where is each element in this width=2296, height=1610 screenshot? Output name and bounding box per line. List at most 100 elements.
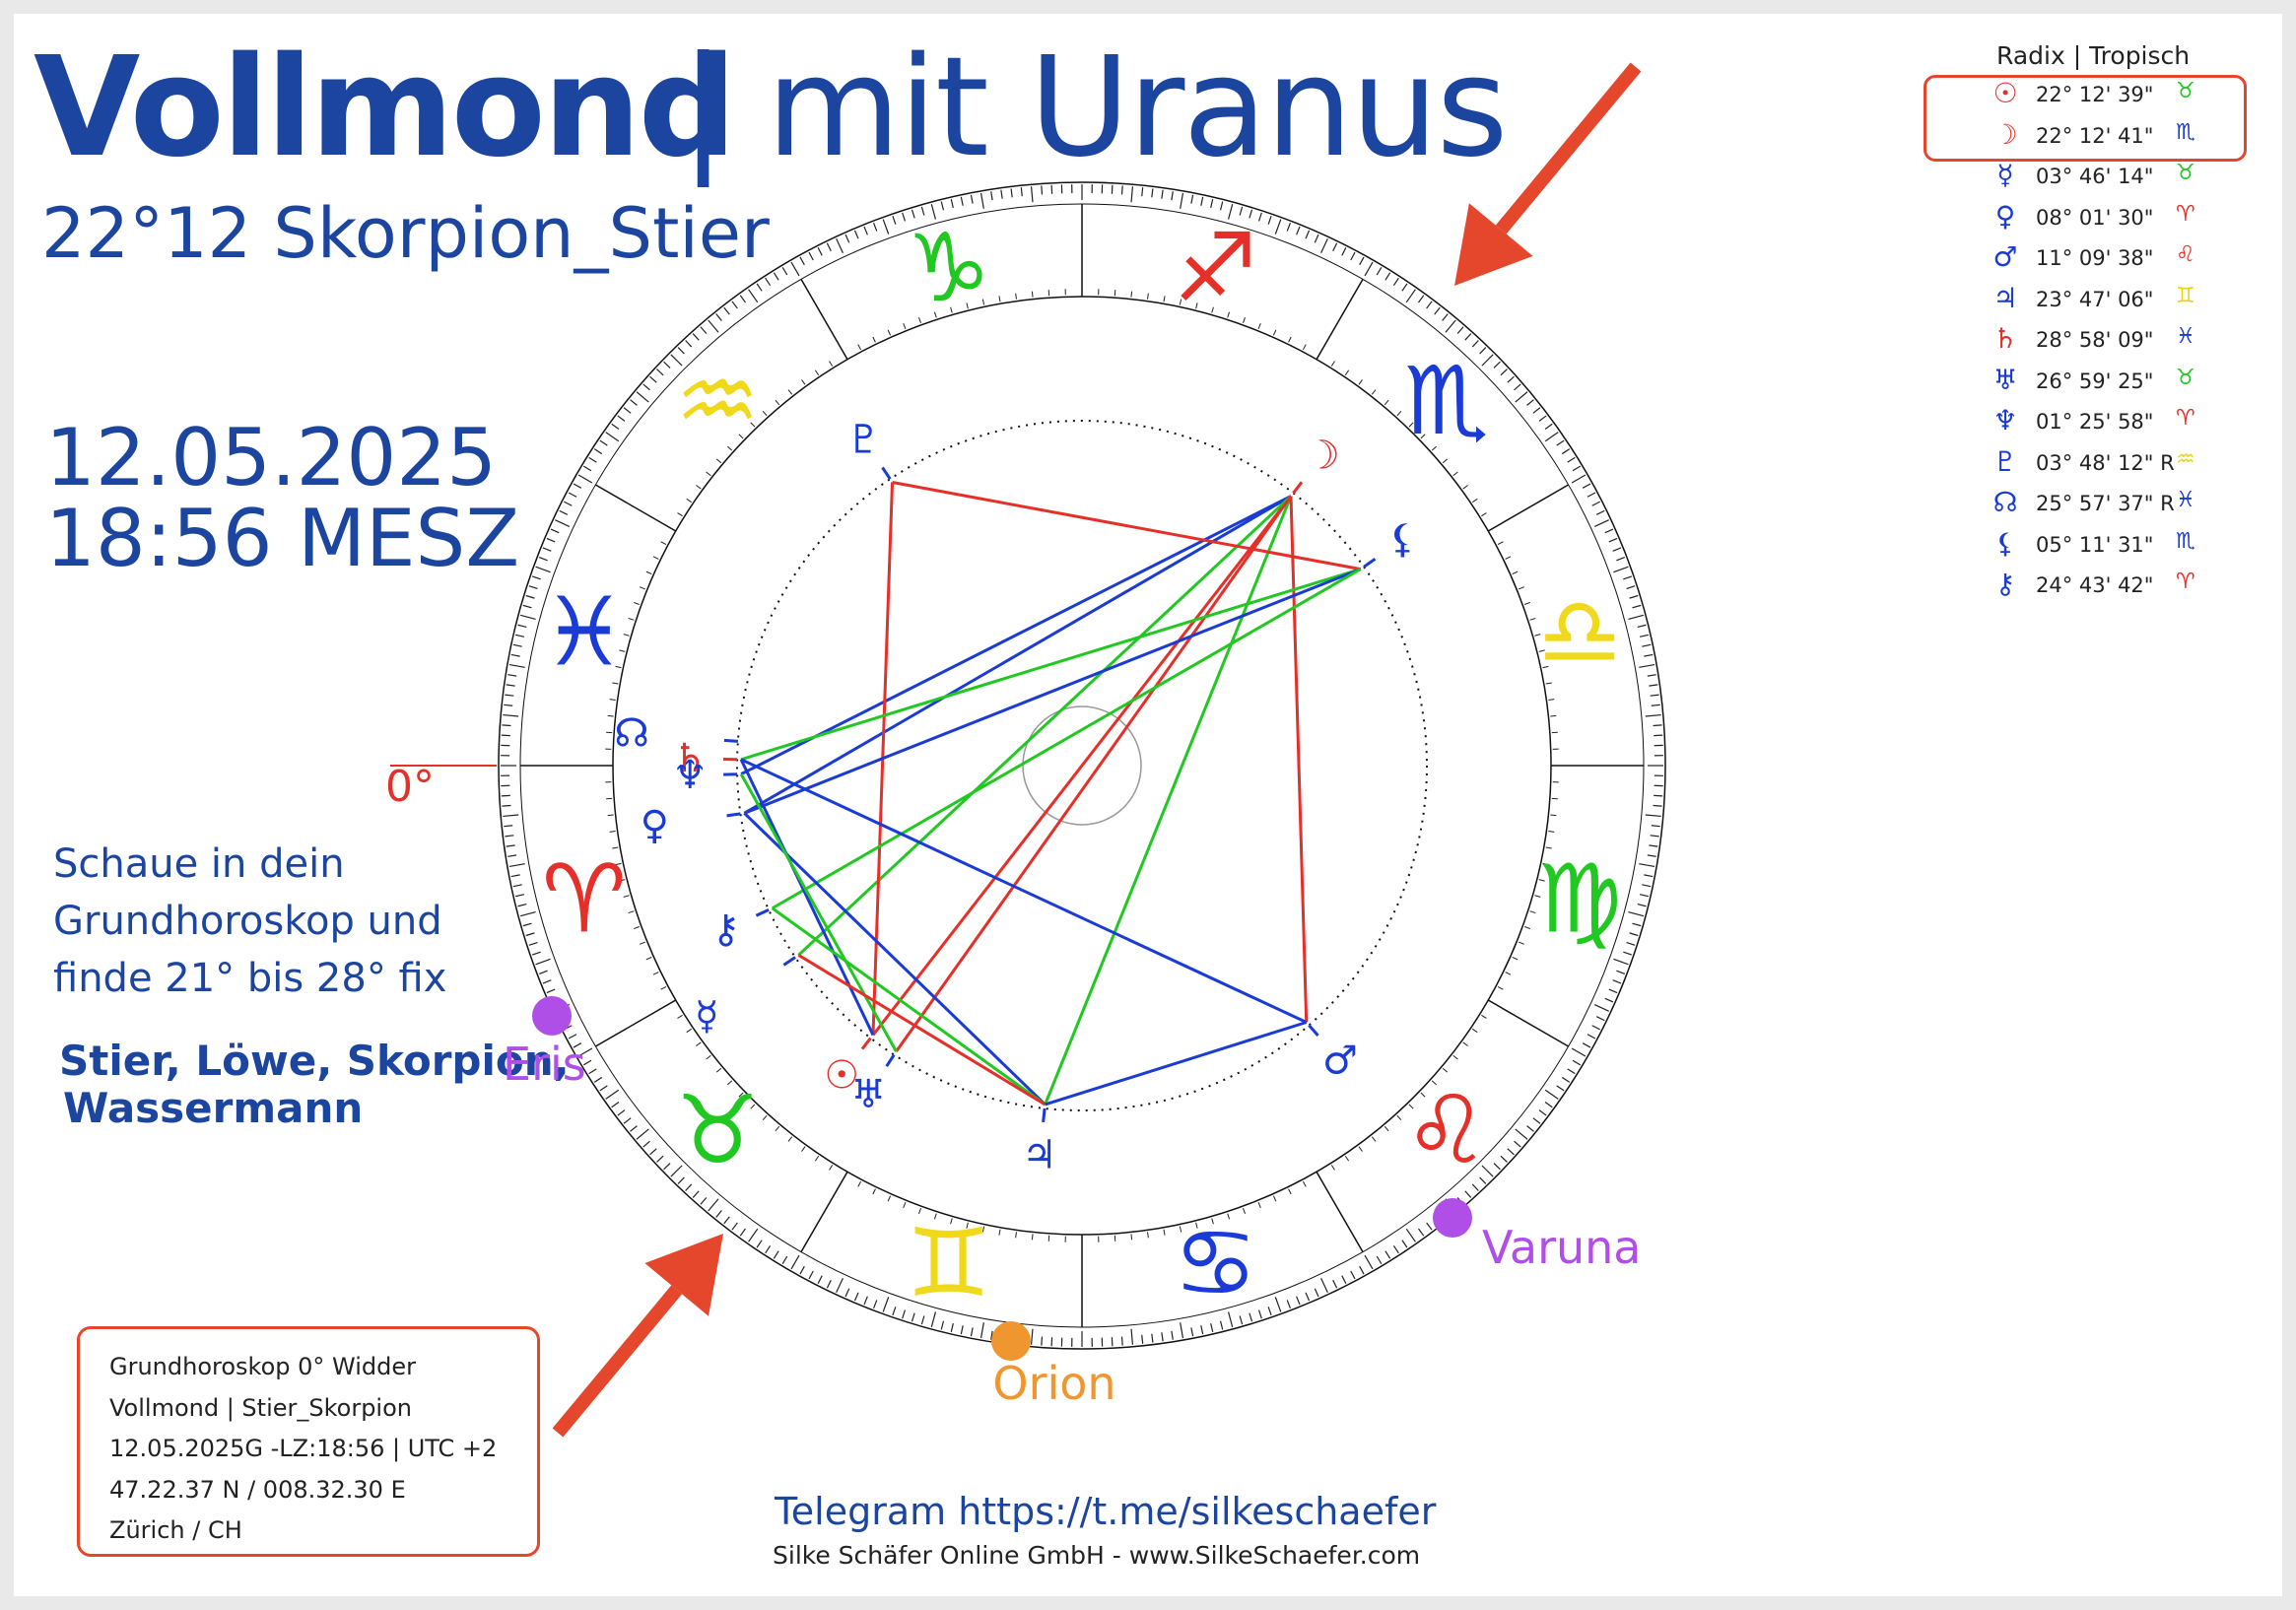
degree-tick xyxy=(505,694,514,697)
celestial-body-label: Orion xyxy=(992,1357,1115,1410)
degree-tick xyxy=(1359,1265,1365,1275)
degree-tick xyxy=(940,201,945,211)
degree-tick xyxy=(817,247,823,256)
degree-tick xyxy=(1456,326,1464,334)
degree-tick xyxy=(1481,354,1494,367)
planet-marker xyxy=(860,1037,872,1050)
degree-tick xyxy=(708,319,719,333)
degree-tick xyxy=(611,423,620,430)
degree-tick xyxy=(836,238,844,254)
legend-row: ☉22° 12' 39"♉ xyxy=(1989,77,2235,114)
inner-degree-tick xyxy=(1302,344,1307,351)
degree-tick xyxy=(1227,203,1234,220)
inner-degree-tick xyxy=(801,1146,806,1152)
degree-tick xyxy=(1514,1140,1521,1148)
inner-degree-tick xyxy=(1420,1092,1426,1098)
degree-tick xyxy=(1341,1275,1347,1284)
inner-degree-tick xyxy=(1344,1156,1350,1162)
inner-degree-tick xyxy=(1396,410,1402,417)
inner-degree-tick xyxy=(1257,1202,1261,1208)
inner-degree-tick xyxy=(612,682,619,685)
degree-tick xyxy=(559,509,569,515)
inner-degree-tick xyxy=(750,1104,756,1109)
inner-degree-tick xyxy=(787,389,793,395)
inner-degree-tick xyxy=(645,570,652,575)
telegram-link[interactable]: Telegram https://t.me/silkeschaefer xyxy=(775,1490,1437,1533)
inner-degree-tick xyxy=(1519,941,1524,945)
degree-tick xyxy=(636,1128,649,1140)
degree-tick xyxy=(826,242,832,252)
degree-tick xyxy=(1514,383,1521,391)
degree-tick xyxy=(535,566,551,573)
degree-tick xyxy=(1637,624,1647,629)
planet-glyph-icon: ⚸ xyxy=(1994,526,2016,560)
aspect-line xyxy=(797,954,1047,1107)
degree-tick xyxy=(1649,844,1658,847)
degree-tick xyxy=(577,1047,593,1057)
degree-tick xyxy=(1405,289,1416,303)
degree-tick xyxy=(649,1148,657,1156)
degree-tick xyxy=(1647,854,1656,857)
degree-tick xyxy=(1612,979,1622,984)
degree-tick xyxy=(510,874,520,878)
inner-degree-tick xyxy=(1147,293,1149,300)
inner-degree-tick xyxy=(652,556,659,560)
degree-tick xyxy=(1481,1165,1494,1177)
inner-degree-tick xyxy=(1302,1180,1307,1187)
degree-tick xyxy=(756,283,763,292)
aspect-line xyxy=(743,495,1292,815)
degree-tick xyxy=(708,1198,719,1212)
inner-degree-tick xyxy=(1272,1195,1277,1202)
degree-tick xyxy=(1582,1042,1591,1048)
degree-tick xyxy=(1642,884,1652,888)
planet-glyph-icon: ♄ xyxy=(672,736,708,781)
degree-tick xyxy=(568,492,577,498)
inner-degree-tick xyxy=(1548,699,1555,701)
degree-tick xyxy=(1645,713,1661,717)
degree-tick xyxy=(1120,1336,1123,1346)
legend-row: ♀08° 01' 30"♈ xyxy=(1989,199,2235,237)
degree-tick xyxy=(605,432,620,442)
degree-tick xyxy=(1286,1300,1291,1309)
inner-degree-tick xyxy=(1243,317,1247,323)
degree-tick xyxy=(700,326,708,334)
degree-tick xyxy=(1296,226,1301,235)
planet-glyph-icon: ♀ xyxy=(1994,199,2016,233)
inner-degree-tick xyxy=(623,895,630,898)
degree-tick xyxy=(1544,1089,1559,1100)
degree-tick xyxy=(1532,1117,1541,1124)
inner-degree-tick xyxy=(607,714,614,717)
inner-degree-tick xyxy=(609,831,616,833)
degree-tick xyxy=(882,219,890,235)
degree-tick xyxy=(853,230,859,239)
degree-tick xyxy=(1376,1255,1383,1265)
degree-tick xyxy=(960,196,964,206)
degree-tick xyxy=(599,439,608,446)
degree-tick xyxy=(1442,313,1449,321)
degree-tick xyxy=(1526,1125,1534,1132)
degree-tick xyxy=(1320,238,1328,254)
inner-degree-tick xyxy=(917,1208,921,1214)
degree-tick xyxy=(617,1109,626,1116)
aspect-line xyxy=(743,568,1362,815)
zodiac-sign-icon: ♏ xyxy=(2176,119,2195,145)
inner-degree-tick xyxy=(950,306,953,313)
inner-degree-tick xyxy=(750,422,756,428)
degree-tick xyxy=(731,1222,738,1231)
degree-tick xyxy=(950,1322,954,1333)
degree-tick xyxy=(573,1042,582,1048)
degree-tick xyxy=(1593,519,1609,527)
inner-degree-tick xyxy=(1179,1226,1182,1233)
inner-degree-tick xyxy=(1548,831,1555,833)
degree-tick xyxy=(920,1315,925,1325)
inner-degree-tick xyxy=(1358,1146,1363,1152)
degree-tick xyxy=(542,547,552,552)
degree-tick xyxy=(1141,187,1144,197)
planet-marker xyxy=(1292,481,1304,495)
inner-degree-tick xyxy=(1288,336,1292,343)
planet-degree: 05° 11' 31" xyxy=(2036,532,2154,557)
degree-tick xyxy=(723,306,730,315)
inner-degree-tick xyxy=(762,1114,768,1121)
degree-tick xyxy=(1507,1148,1515,1156)
